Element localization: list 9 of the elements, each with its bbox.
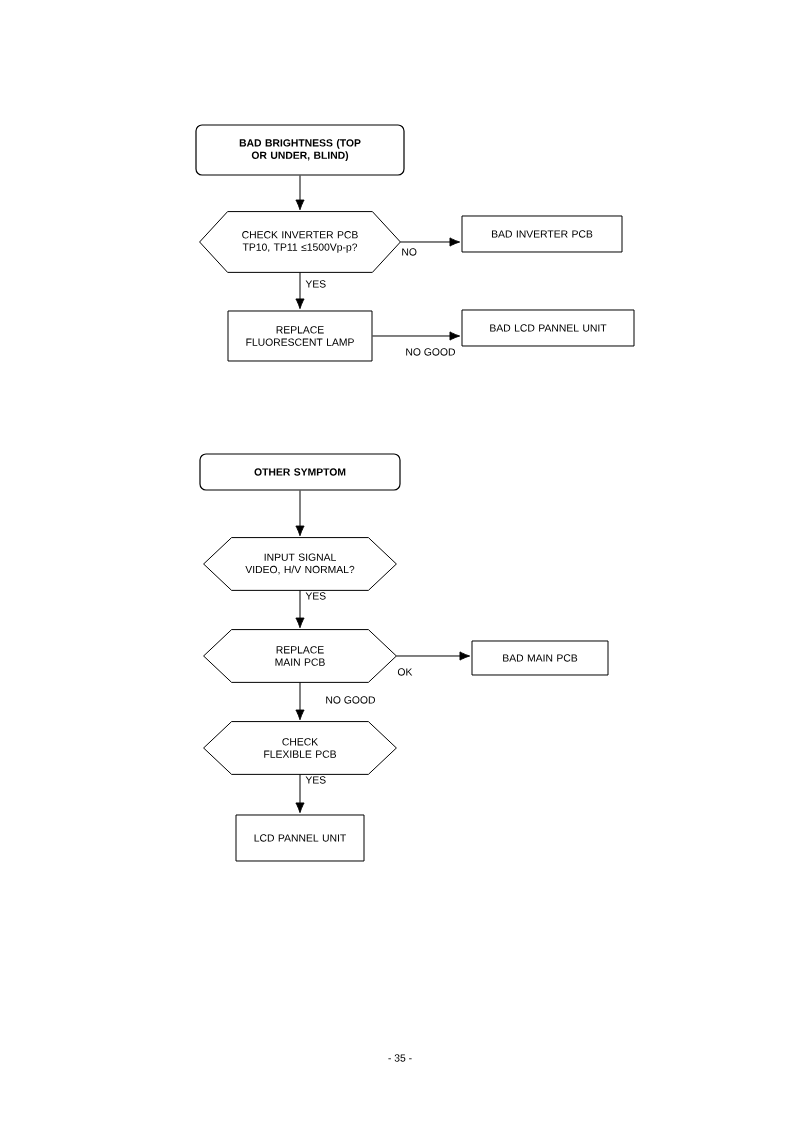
arrow — [395, 651, 471, 661]
arrow — [295, 490, 305, 537]
arrow — [295, 589, 305, 629]
arrow — [372, 331, 461, 341]
arrow — [295, 681, 305, 721]
arrow — [295, 175, 305, 211]
arrow — [295, 271, 305, 310]
arrow — [399, 237, 461, 247]
arrow — [295, 773, 305, 814]
